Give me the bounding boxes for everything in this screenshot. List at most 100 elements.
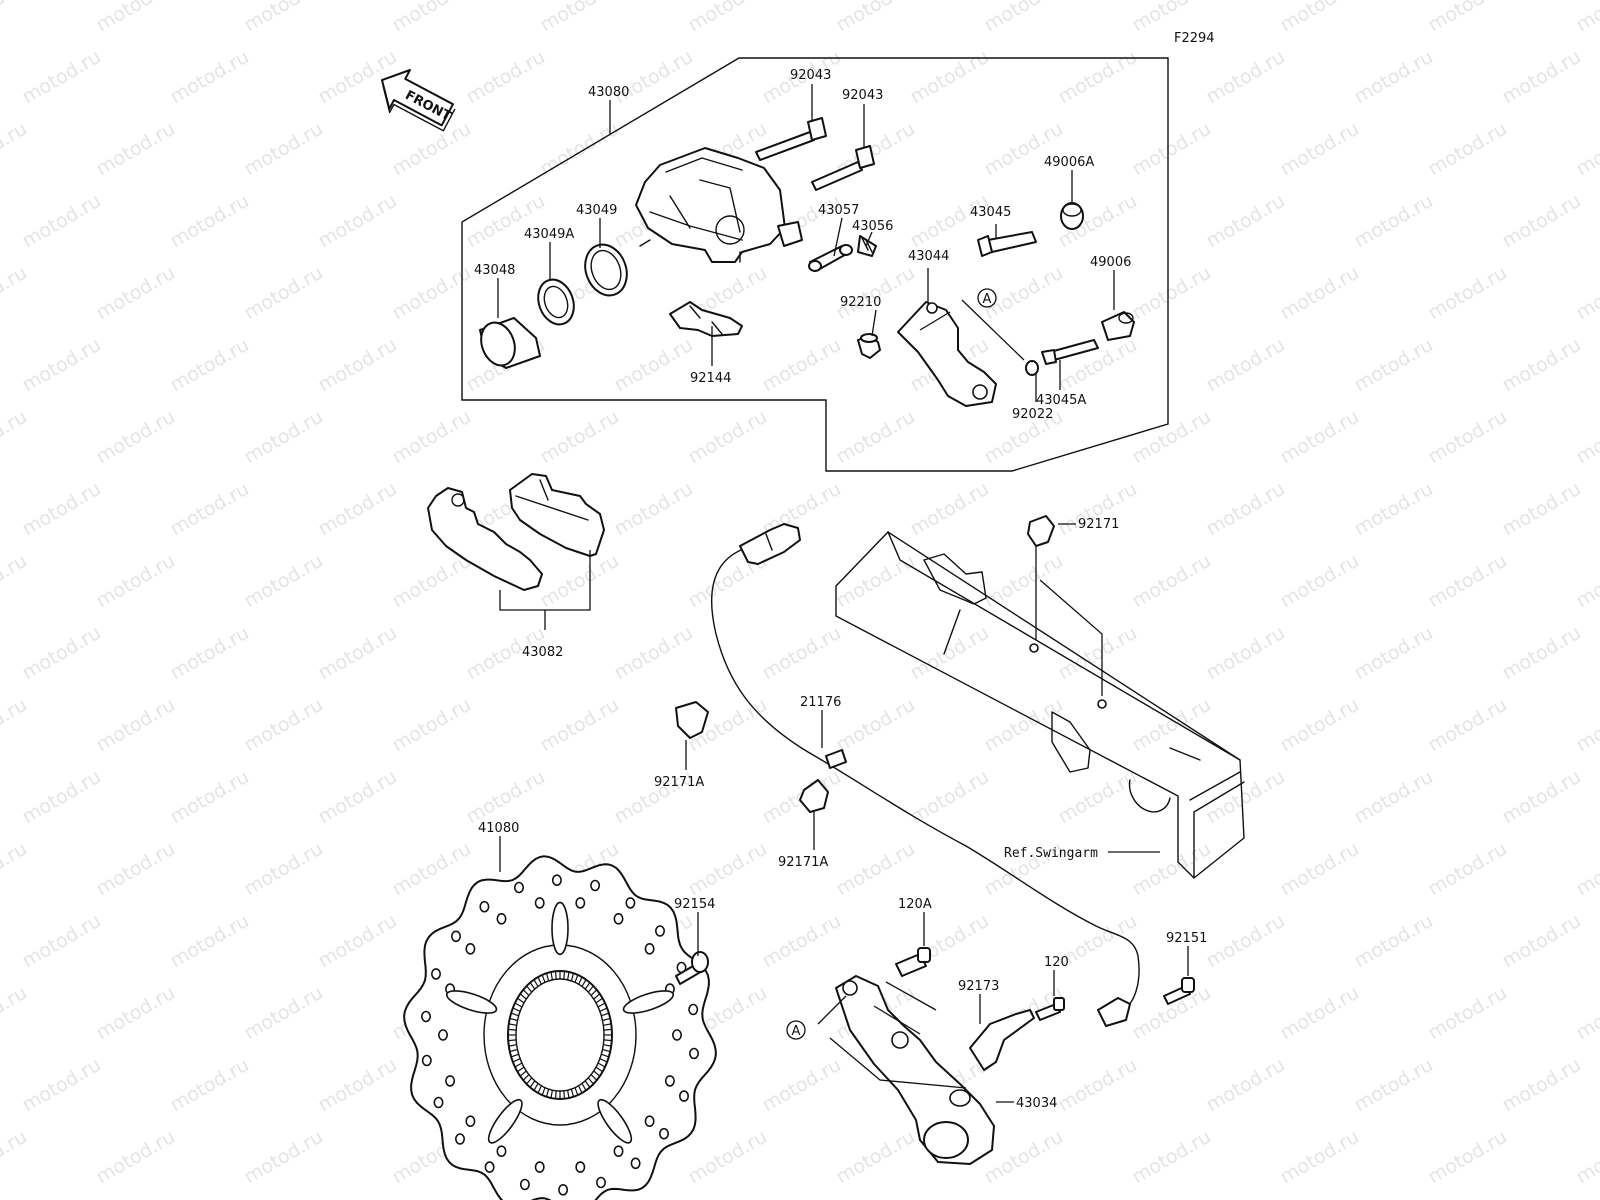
abs-ring-tooth — [522, 1074, 530, 1081]
disc-vent-hole — [575, 1161, 586, 1173]
watermark-text: motod.ru — [1128, 550, 1214, 613]
watermark-text: motod.ru — [1424, 0, 1510, 36]
watermark-text: motod.ru — [18, 334, 104, 397]
abs-ring-tooth — [545, 973, 550, 982]
watermark-text: motod.ru — [758, 910, 844, 973]
disc-vent-hole — [558, 1184, 569, 1196]
watermark-text: motod.ru — [832, 0, 918, 36]
clamp-92171 — [1027, 515, 1055, 547]
abs-ring-tooth — [550, 971, 553, 981]
watermark-text: motod.ru — [906, 478, 992, 541]
label-21176: 21176 — [800, 695, 841, 710]
abs-ring-tooth — [514, 1062, 523, 1068]
abs-ring-tooth — [593, 993, 601, 1000]
watermark-text: motod.ru — [1054, 334, 1140, 397]
watermark-text: motod.ru — [166, 334, 252, 397]
abs-ring-tooth — [509, 1017, 518, 1022]
abs-ring-tooth — [603, 1023, 612, 1026]
abs-ring-tooth — [509, 1048, 518, 1053]
abs-ring-tooth — [512, 1058, 521, 1063]
abs-ring-tooth — [508, 1028, 517, 1031]
abs-ring-tooth — [590, 1074, 598, 1081]
disc-mount-slot — [487, 1098, 523, 1144]
caliper-pin-bolt-1 — [755, 117, 827, 161]
watermark-text: motod.ru — [1128, 262, 1214, 325]
watermark-text: motod.ru — [536, 550, 622, 613]
watermark-text: motod.ru — [1202, 1054, 1288, 1117]
watermark-text: motod.ru — [166, 190, 252, 253]
abs-ring-tooth — [517, 1066, 525, 1073]
watermark-text: motod.ru — [1276, 262, 1362, 325]
disc-vent-holes — [420, 874, 699, 1196]
watermark-text: motod.ru — [388, 406, 474, 469]
watermark-text: motod.ru — [18, 622, 104, 685]
abs-ring-tooth — [510, 1053, 519, 1058]
watermark-text: motod.ru — [1276, 982, 1362, 1045]
abs-ring-tooth — [584, 1080, 591, 1088]
leader-lines — [497, 84, 1189, 1103]
label-49006a: 49006A — [1044, 155, 1094, 170]
watermark-text: motod.ru — [18, 766, 104, 829]
watermark-text: motod.ru — [462, 46, 548, 109]
diagram-code: F2294 — [1174, 31, 1215, 46]
watermark-text: motod.ru — [832, 694, 918, 757]
brake-hose-fitting-43057 — [808, 244, 853, 272]
brake-disc-41080 — [403, 855, 717, 1200]
watermark-text: motod.ru — [1350, 622, 1436, 685]
reference-mark-a-lower: A — [786, 1020, 806, 1040]
watermark-text: motod.ru — [1054, 46, 1140, 109]
watermark-text: motod.ru — [240, 1126, 326, 1189]
clamp-92171A-upper — [675, 701, 709, 739]
abs-ring-tooth — [567, 971, 570, 981]
watermark-text: motod.ru — [1498, 622, 1584, 685]
disc-vent-hole — [421, 1054, 432, 1067]
watermark-text: motod.ru — [166, 910, 252, 973]
label-43045: 43045 — [970, 205, 1011, 220]
abs-ring-tooth — [578, 976, 583, 985]
watermark-text: motod.ru — [92, 262, 178, 325]
watermark-text: motod.ru — [0, 694, 31, 757]
watermark-text: motod.ru — [166, 1054, 252, 1117]
abs-ring-tooth — [541, 974, 546, 983]
watermark-text: motod.ru — [1128, 1126, 1214, 1189]
label-92022: 92022 — [1012, 407, 1053, 422]
watermark-text: motod.ru — [684, 406, 770, 469]
watermark-text: motod.ru — [314, 1054, 400, 1117]
disc-vent-hole — [519, 1178, 530, 1191]
label-92173: 92173 — [958, 979, 999, 994]
abs-ring-tooth — [599, 1058, 608, 1063]
abs-ring-tooth — [597, 1002, 606, 1008]
watermark-text: motod.ru — [1572, 1126, 1600, 1189]
watermark-text: motod.ru — [1276, 694, 1362, 757]
watermark-text: motod.ru — [92, 550, 178, 613]
disc-vent-hole — [484, 1161, 495, 1173]
abs-ring-tooth — [593, 1070, 601, 1077]
watermark-text: motod.ru — [1572, 118, 1600, 181]
disc-vent-hole — [450, 930, 461, 943]
watermark-text: motod.ru — [758, 622, 844, 685]
watermark-text: motod.ru — [1054, 622, 1140, 685]
clamp-92171A-lower — [799, 779, 829, 813]
watermark-text: motod.ru — [1424, 1126, 1510, 1189]
watermark-text: motod.ru — [980, 550, 1066, 613]
caliper-body — [635, 147, 803, 263]
abs-ring-tooth — [599, 1007, 608, 1012]
svg-text:A: A — [983, 292, 992, 307]
label-43049: 43049 — [576, 203, 617, 218]
abs-ring-tooth — [554, 971, 557, 980]
label-92144: 92144 — [690, 371, 731, 386]
watermark-text: motod.ru — [906, 622, 992, 685]
disc-vent-hole — [430, 968, 441, 980]
watermark-text: motod.ru — [1498, 1054, 1584, 1117]
abs-ring-tooth — [603, 1028, 612, 1031]
disc-vent-hole — [454, 1133, 465, 1145]
watermark-text: motod.ru — [1424, 694, 1510, 757]
watermark-text: motod.ru — [18, 190, 104, 253]
watermark-text: motod.ru — [314, 478, 400, 541]
watermark-text: motod.ru — [832, 838, 918, 901]
abs-ring-tooth — [563, 971, 566, 980]
watermark-text: motod.ru — [0, 0, 31, 36]
watermark-text: motod.ru — [1572, 262, 1600, 325]
abs-ring-tooth — [570, 973, 575, 982]
abs-ring-tooth — [587, 985, 594, 993]
